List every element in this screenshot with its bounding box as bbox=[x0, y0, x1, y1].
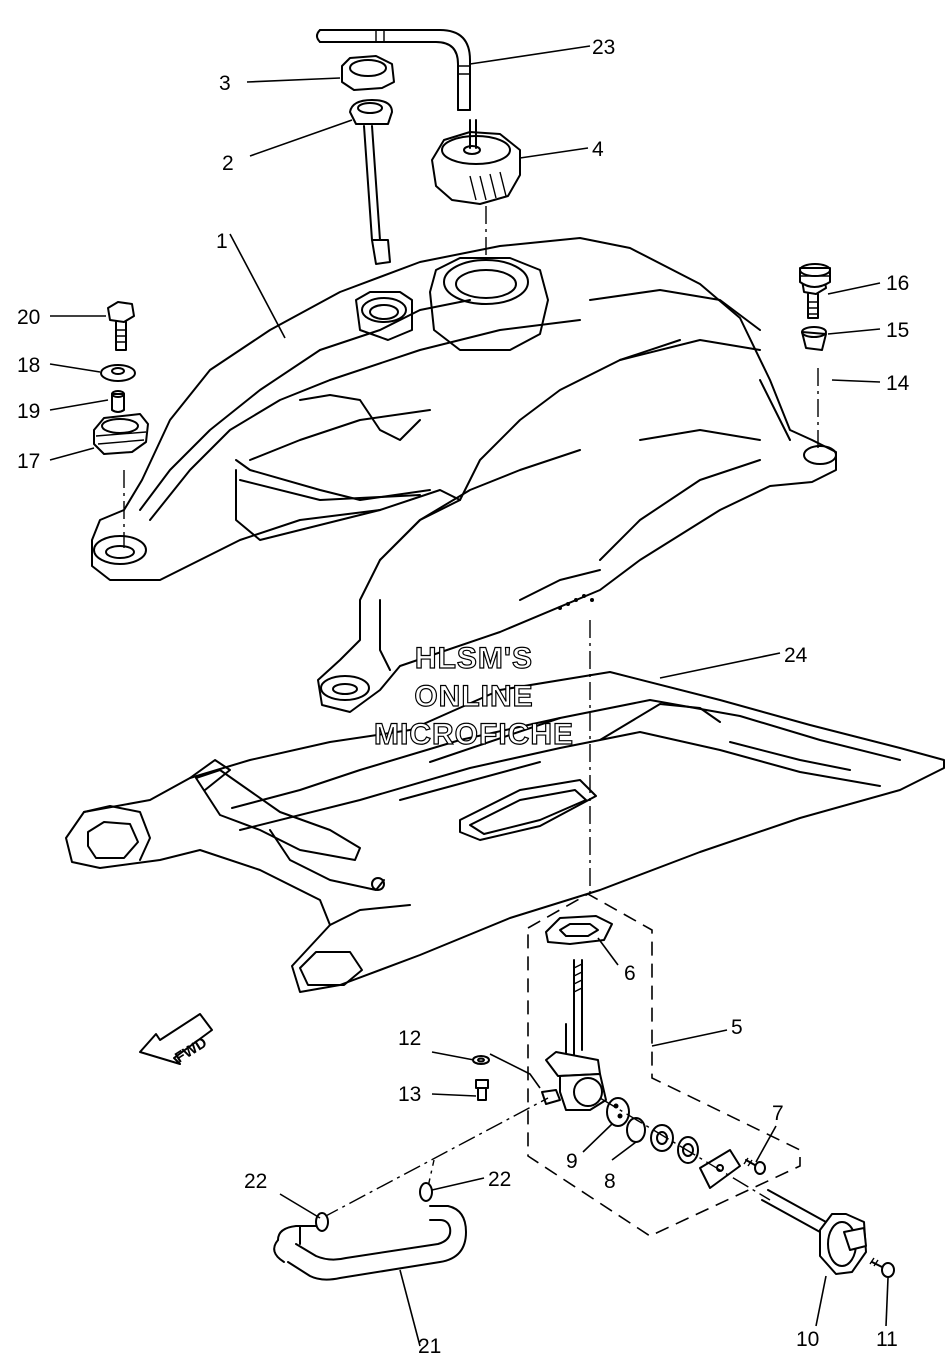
lever-part-10 bbox=[761, 1189, 867, 1275]
washer-part-12 bbox=[472, 1055, 490, 1065]
collar-part-15 bbox=[801, 326, 827, 351]
leader-lines bbox=[49, 45, 889, 1347]
callout-1: 1 bbox=[216, 230, 228, 253]
callout-10: 10 bbox=[796, 1328, 819, 1351]
callout-22a: 22 bbox=[244, 1170, 267, 1193]
damper-part-17 bbox=[93, 413, 149, 455]
seal-part-9 bbox=[606, 1097, 630, 1127]
callout-7: 7 bbox=[772, 1102, 784, 1125]
bolt-part-20 bbox=[107, 301, 135, 351]
callout-2: 2 bbox=[222, 152, 234, 175]
screw-part-11 bbox=[869, 1257, 895, 1278]
fuel-cock-body bbox=[541, 959, 607, 1111]
callout-5: 5 bbox=[731, 1016, 743, 1039]
callout-18: 18 bbox=[17, 354, 40, 377]
callout-labels: 1 2 3 4 5 6 7 8 9 10 11 12 13 14 15 16 1… bbox=[17, 36, 910, 1358]
callout-21: 21 bbox=[418, 1335, 441, 1358]
plate bbox=[699, 1149, 741, 1189]
fuel-cap-part-4 bbox=[431, 119, 521, 258]
screw-part-13 bbox=[475, 1079, 489, 1101]
o-ring-part-8 bbox=[626, 1117, 646, 1143]
watermark-line-3: MICROFICHE bbox=[374, 718, 574, 751]
fuel-gauge-part-2 bbox=[349, 99, 393, 265]
breather-hose-part-23 bbox=[316, 29, 471, 111]
callout-24: 24 bbox=[784, 644, 808, 667]
fuel-hose-part-21 bbox=[273, 1097, 549, 1281]
callout-16: 16 bbox=[886, 272, 909, 295]
callout-15: 15 bbox=[886, 319, 909, 342]
watermark-line-2: ONLINE bbox=[414, 680, 533, 713]
callout-19: 19 bbox=[17, 400, 40, 423]
fuel-tank-part-1 bbox=[91, 237, 837, 713]
collar-part-19 bbox=[111, 390, 125, 413]
callout-11: 11 bbox=[876, 1328, 898, 1351]
callout-3: 3 bbox=[219, 72, 231, 95]
grommet-part-3 bbox=[341, 55, 395, 91]
gasket-part-6 bbox=[545, 915, 613, 945]
screw-12-13-line bbox=[489, 1053, 541, 1089]
forward-arrow-icon: FWD bbox=[139, 1013, 213, 1067]
lever-axis bbox=[599, 1097, 771, 1201]
callout-17: 17 bbox=[17, 450, 40, 473]
damper-part-14 bbox=[799, 263, 831, 288]
clamp-part-22b bbox=[419, 1182, 433, 1202]
clamp-part-22a bbox=[315, 1212, 329, 1232]
callout-4: 4 bbox=[592, 138, 604, 161]
lever-seal bbox=[650, 1124, 674, 1152]
watermark-line-1: HLSM'S bbox=[415, 642, 533, 675]
callout-13: 13 bbox=[398, 1083, 421, 1106]
callout-9: 9 bbox=[566, 1150, 578, 1173]
callout-14: 14 bbox=[886, 372, 910, 395]
watermark: HLSM'S ONLINE MICROFICHE bbox=[373, 641, 574, 751]
screw-part-7 bbox=[743, 1157, 766, 1175]
callout-23: 23 bbox=[592, 36, 615, 59]
callout-12: 12 bbox=[398, 1027, 421, 1050]
washer-part-18 bbox=[100, 364, 136, 382]
callout-20: 20 bbox=[17, 306, 40, 329]
callout-8: 8 bbox=[604, 1170, 616, 1193]
frame-part-24 bbox=[65, 671, 945, 993]
callout-6: 6 bbox=[624, 962, 636, 985]
fuel-cock-assembly-box-part-5 bbox=[527, 893, 801, 1237]
callout-22b: 22 bbox=[488, 1168, 511, 1191]
